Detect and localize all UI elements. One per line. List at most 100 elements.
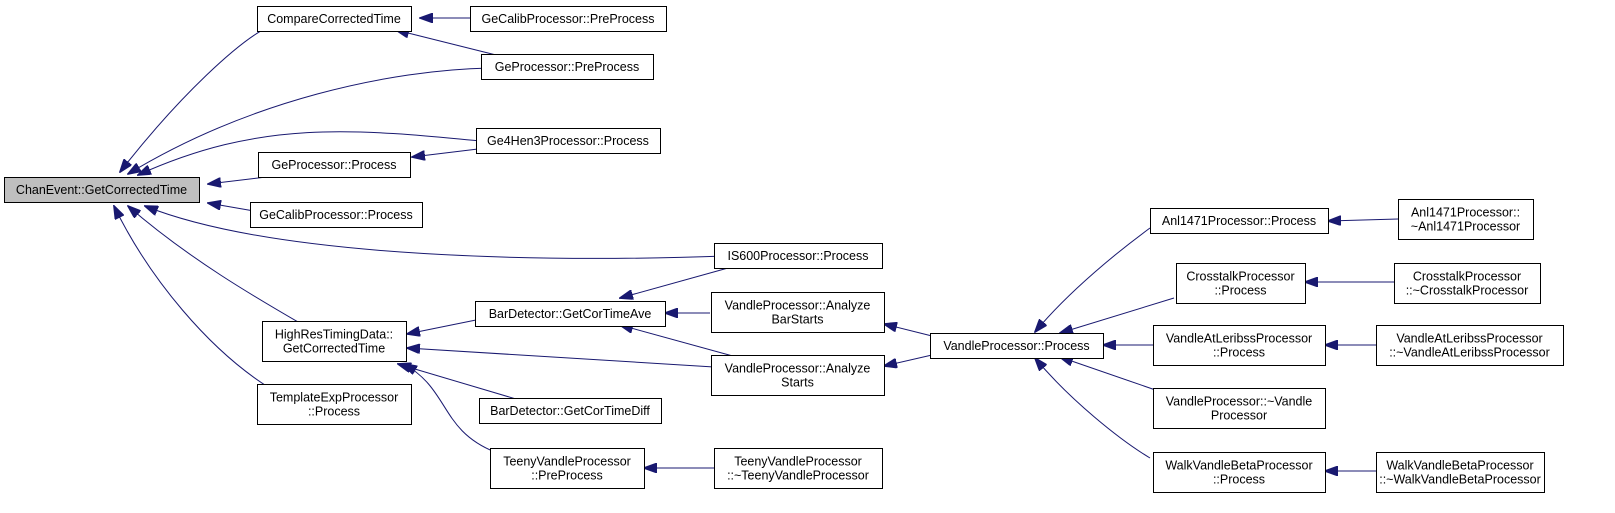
node-box [479, 398, 662, 424]
node-label-line: IS600Processor::Process [727, 249, 868, 263]
node-highrestimingdata-getcorrectedtime[interactable]: HighResTimingData::GetCorrectedTime [262, 321, 407, 362]
node-bardetector-getcortimeave[interactable]: BarDetector::GetCorTimeAve [475, 301, 666, 327]
edge-gepre-to-compare [396, 30, 501, 57]
node-box [1398, 199, 1534, 240]
node-label-line: ChanEvent::GetCorrectedTime [16, 183, 187, 197]
node-walkvandlebetaprocessor-process[interactable]: WalkVandleBetaProcessor::Process [1153, 452, 1326, 493]
node-label-line: BarStarts [771, 313, 823, 327]
node-bardetector-getcortimediff[interactable]: BarDetector::GetCorTimeDiff [479, 398, 662, 424]
node-label-line: ~Anl1471Processor [1411, 220, 1520, 234]
node-crosstalkprocessor-dtor[interactable]: CrosstalkProcessor::~CrosstalkProcessor [1394, 263, 1541, 304]
node-box [1150, 208, 1329, 234]
node-geprocessor-preprocess[interactable]: GeProcessor::PreProcess [481, 54, 654, 80]
edge-vandledtor-to-vandleproc [1060, 357, 1171, 396]
node-label-line: VandleAtLeribssProcessor [1166, 332, 1312, 346]
edge-template-to-root [114, 206, 269, 388]
edge-ge4hen3-to-root [138, 131, 491, 175]
edge-anldtor-to-anlproc [1328, 219, 1399, 221]
node-ge4hen3processor-process[interactable]: Ge4Hen3Processor::Process [476, 128, 661, 154]
node-gecalibprocessor-preprocess[interactable]: GeCalibProcessor::PreProcess [470, 6, 667, 32]
edge-ge4hen3-to-geproc [412, 148, 479, 157]
node-label-line: Anl1471Processor::Process [1162, 214, 1316, 228]
edge-vandlestarts-to-barave [620, 325, 741, 359]
node-vandleprocessor-process[interactable]: VandleProcessor::Process [930, 333, 1104, 359]
edge-barave-to-hrtd [407, 319, 477, 334]
node-label-line: GetCorrectedTime [283, 342, 385, 356]
node-label-line: ::Process [1213, 346, 1265, 360]
node-label-line: GeProcessor::Process [271, 158, 396, 172]
node-geprocessor-process[interactable]: GeProcessor::Process [258, 152, 411, 178]
edge-anlproc-to-vandleproc [1035, 227, 1151, 332]
node-chanevent-getcorrectedtime[interactable]: ChanEvent::GetCorrectedTime [4, 177, 200, 203]
node-box [1376, 325, 1564, 366]
node-box [711, 292, 885, 333]
edge-crossproc-to-vandleproc [1060, 297, 1175, 333]
node-box [250, 202, 423, 228]
edge-is600-to-barave [620, 267, 729, 298]
node-box [1376, 452, 1545, 493]
node-box [257, 384, 412, 425]
node-box [470, 6, 667, 32]
node-comparecorrectedtime[interactable]: CompareCorrectedTime [257, 6, 412, 32]
node-label-line: TeenyVandleProcessor [503, 455, 631, 469]
node-label-line: WalkVandleBetaProcessor [1386, 459, 1533, 473]
node-templateexpprocessor-process[interactable]: TemplateExpProcessor::Process [257, 384, 412, 425]
node-vandleatleribssprocessor-process[interactable]: VandleAtLeribssProcessor::Process [1153, 325, 1326, 366]
node-label-line: CrosstalkProcessor [1186, 270, 1294, 284]
node-box [1153, 452, 1326, 493]
node-label-line: ::Process [1214, 284, 1266, 298]
edge-geproc-to-root [208, 176, 267, 184]
node-label-line: VandleProcessor::~Vandle [1166, 395, 1313, 409]
node-label-line: ::~WalkVandleBetaProcessor [1379, 473, 1541, 487]
node-anl1471processor-dtor[interactable]: Anl1471Processor::~Anl1471Processor [1398, 199, 1534, 240]
node-label-line: GeProcessor::PreProcess [495, 60, 640, 74]
node-label-line: ::~TeenyVandleProcessor [727, 469, 869, 483]
node-box [481, 54, 654, 80]
node-label-line: BarDetector::GetCorTimeAve [489, 307, 652, 321]
node-label-line: ::Process [1213, 473, 1265, 487]
node-box [1394, 263, 1541, 304]
node-label-line: CompareCorrectedTime [267, 12, 401, 26]
edge-vandleproc-to-starts [884, 354, 933, 366]
node-vandleprocessor-dtor[interactable]: VandleProcessor::~VandleProcessor [1153, 388, 1326, 429]
node-box [476, 128, 661, 154]
node-box [258, 152, 411, 178]
node-vandleatleribssprocessor-dtor[interactable]: VandleAtLeribssProcessor::~VandleAtLerib… [1376, 325, 1564, 366]
node-gecalibprocessor-process[interactable]: GeCalibProcessor::Process [250, 202, 423, 228]
edge-vandleproc-to-barstarts [884, 324, 933, 337]
node-label-line: ::~CrosstalkProcessor [1406, 284, 1529, 298]
node-box [1153, 325, 1326, 366]
node-box [1176, 263, 1306, 304]
edge-compare-to-root [120, 25, 271, 172]
node-box [714, 448, 883, 489]
edge-walkproc-to-vandleproc [1035, 358, 1151, 459]
node-label-line: HighResTimingData:: [275, 328, 393, 342]
node-label-line: VandleProcessor::Analyze [725, 299, 871, 313]
node-label-line: Processor [1211, 409, 1267, 423]
node-teenyvandleprocessor-preprocess[interactable]: TeenyVandleProcessor::PreProcess [490, 448, 645, 489]
node-box [257, 6, 412, 32]
node-box [714, 243, 883, 269]
edge-is600-to-root [145, 206, 726, 259]
node-crosstalkprocessor-process[interactable]: CrosstalkProcessor::Process [1176, 263, 1306, 304]
node-label-line: ::Process [308, 405, 360, 419]
node-label-line: TeenyVandleProcessor [734, 455, 862, 469]
node-teenyvandleprocessor-dtor[interactable]: TeenyVandleProcessor::~TeenyVandleProces… [714, 448, 883, 489]
node-anl1471processor-process[interactable]: Anl1471Processor::Process [1150, 208, 1329, 234]
node-label-line: ::~VandleAtLeribssProcessor [1389, 346, 1550, 360]
edge-bardiff-to-hrtd [398, 364, 527, 403]
node-is600processor-process[interactable]: IS600Processor::Process [714, 243, 883, 269]
node-box [262, 321, 407, 362]
node-label-line: GeCalibProcessor::Process [259, 208, 413, 222]
node-label-line: Anl1471Processor:: [1411, 206, 1520, 220]
node-label-line: Ge4Hen3Processor::Process [487, 134, 649, 148]
node-label-line: TemplateExpProcessor [270, 391, 399, 405]
node-label-line: VandleProcessor::Process [943, 339, 1089, 353]
node-label-line: WalkVandleBetaProcessor [1165, 459, 1312, 473]
node-box [4, 177, 200, 203]
node-walkvandlebetaprocessor-dtor[interactable]: WalkVandleBetaProcessor::~WalkVandleBeta… [1376, 452, 1545, 493]
node-box [490, 448, 645, 489]
